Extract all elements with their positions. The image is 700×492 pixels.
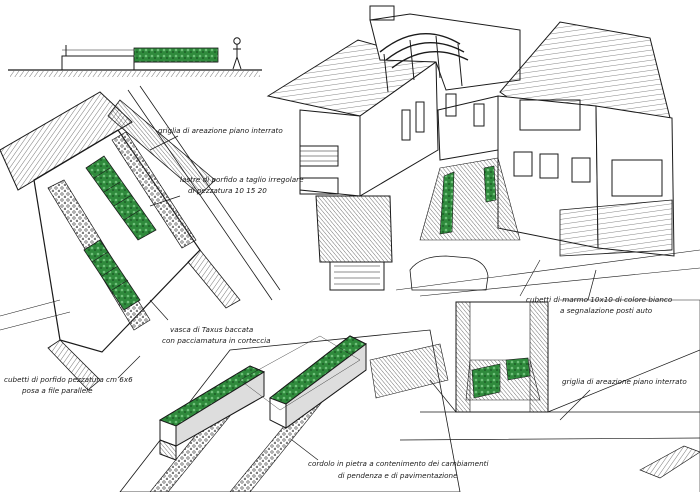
annotation-stone-curb-line1: cordolo in pietra a contenimento dei cam… [308,459,488,468]
annotation-porphyry-slabs-line1: lastre di porfido a taglio irregolare [180,175,304,184]
annotation-stone-curb-line2: di pendenza e di pavimentazione [338,471,458,480]
annotation-ventilation-grille-top: griglia di areazione piano interrato [158,126,283,135]
leader-lines [117,135,597,461]
building-perspective [266,5,700,297]
plan-sketch [0,85,281,391]
annotation-taxus-tank-line2: con pacciamatura in corteccia [162,336,271,345]
annotation-marble-cubes-line1: cubetti di marmo 10x10 di colore bianco [526,295,673,304]
annotation-porphyry-slabs-line2: di pezzatura 10 15 20 [188,186,267,195]
annotation-porphyry-cubes-line2: posa a file parallele [21,386,93,395]
annotation-porphyry-cubes-line1: cubetti di porfido pezzatura cm 6x6 [4,375,133,384]
elevation-sketch [8,37,262,77]
hedge-perspective [119,329,461,492]
annotation-taxus-tank-line1: vasca di Taxus baccata [170,325,253,334]
annotations: griglia di areazione piano interrato las… [4,126,687,480]
parking-perspective [399,299,700,492]
annotation-marble-cubes-line2: a segnalazione posti auto [560,306,653,315]
annotation-ventilation-grille-right: griglia di areazione piano interrato [562,377,687,386]
